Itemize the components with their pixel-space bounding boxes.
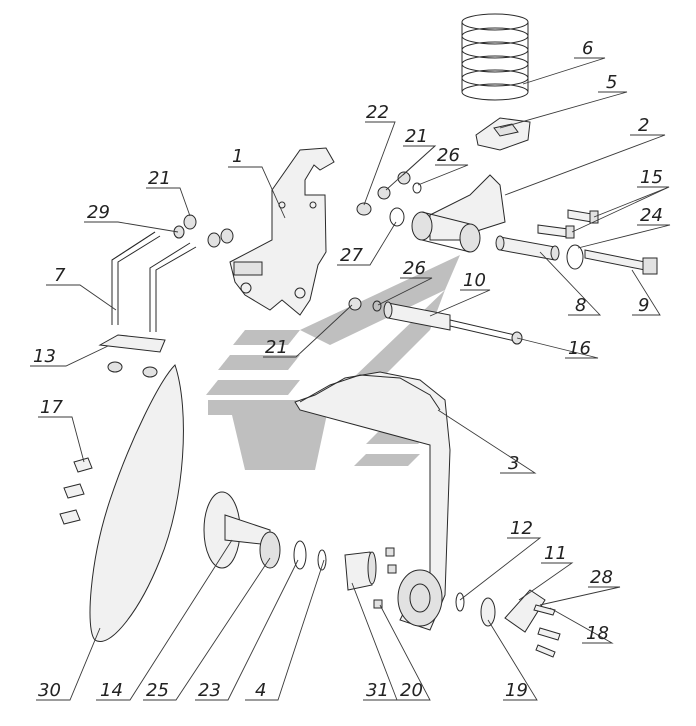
rings-23-4 (293, 540, 327, 571)
small-fasteners-top (348, 171, 422, 312)
callout-21-mid: 21 (265, 337, 288, 358)
callout-12: 12 (510, 518, 533, 539)
pin-part (495, 235, 560, 261)
bolts-17 (59, 457, 93, 525)
callout-16: 16 (568, 338, 591, 359)
spring-seat-part (475, 117, 531, 151)
disc-part (89, 364, 184, 642)
nuts-21-left (173, 214, 234, 248)
hub-part (203, 491, 281, 569)
callout-31: 31 (366, 680, 389, 701)
shank-arm-part (294, 371, 451, 631)
callout-8: 8 (575, 295, 586, 316)
leader-lines (30, 57, 671, 701)
callout-21-top: 21 (405, 126, 428, 147)
callout-5: 5 (606, 72, 617, 93)
callout-27: 27 (340, 245, 363, 266)
callout-3: 3 (508, 453, 519, 474)
callout-1: 1 (232, 146, 243, 167)
callout-23: 23 (198, 680, 221, 701)
sleeve-part (383, 301, 451, 331)
callout-17: 17 (40, 397, 63, 418)
spring-part (461, 13, 529, 101)
callout-labels: 1 2 3 4 5 6 7 8 9 10 11 12 13 14 15 16 1… (33, 38, 663, 701)
pivot-bracket-part (411, 174, 506, 253)
callout-30: 30 (38, 680, 61, 701)
plate-part (98, 334, 166, 378)
callout-11: 11 (544, 543, 567, 564)
bracket-part (229, 147, 335, 316)
callout-6: 6 (582, 38, 593, 59)
callout-4: 4 (255, 680, 266, 701)
bent-rods-part (111, 231, 197, 332)
long-bolt-part (584, 249, 658, 275)
callout-29: 29 (87, 202, 110, 223)
callout-2: 2 (638, 115, 649, 136)
screws-18 (533, 604, 561, 658)
callout-13: 13 (33, 346, 56, 367)
nuts-20 (373, 547, 397, 609)
callout-9: 9 (638, 295, 649, 316)
long-pin-part (449, 319, 523, 345)
callout-26-top: 26 (437, 145, 460, 166)
callout-15: 15 (640, 167, 663, 188)
callout-10: 10 (463, 270, 486, 291)
callout-18: 18 (586, 623, 609, 644)
callout-19: 19 (505, 680, 528, 701)
bushing-part (344, 551, 377, 591)
callout-28: 28 (590, 567, 613, 588)
callout-14: 14 (100, 680, 123, 701)
ring-part (566, 244, 584, 270)
callout-26-mid: 26 (403, 258, 426, 279)
callout-22: 22 (366, 102, 389, 123)
callout-25: 25 (146, 680, 169, 701)
callout-20: 20 (400, 680, 423, 701)
callout-24: 24 (640, 205, 663, 226)
callout-21-left: 21 (148, 168, 171, 189)
callout-7: 7 (54, 265, 66, 286)
cap-parts (455, 589, 546, 633)
